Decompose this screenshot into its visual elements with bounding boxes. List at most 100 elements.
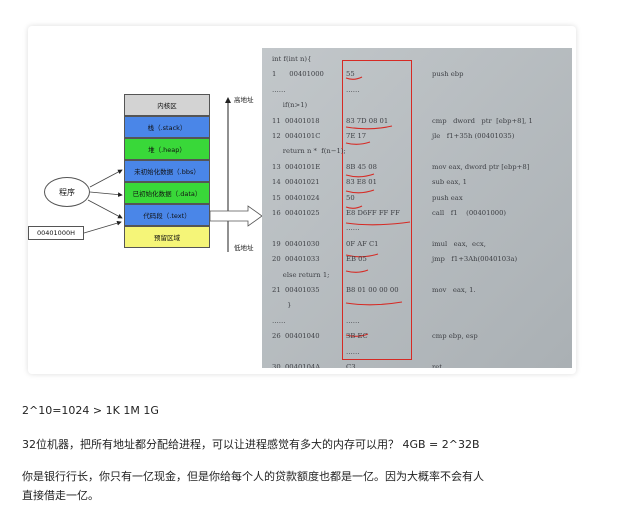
code-line: 21 00401035 B8 01 00 00 00 mov eax, 1.	[262, 283, 572, 299]
code-line-address: 15 00401024	[272, 193, 320, 202]
memory-block-label: 预留区域	[154, 234, 180, 242]
code-line-asm: push eax	[432, 193, 463, 202]
code-line-address: int f(int n){	[272, 55, 312, 63]
red-underlines	[345, 76, 411, 337]
code-line: 20 00401033 EB 05 jmp f1+3Ah(0040103a)	[262, 252, 572, 268]
code-line-hex: 55	[346, 70, 355, 79]
code-line-hex: 83 E8 01	[346, 178, 377, 187]
arrow-low-label: 低地址	[234, 244, 254, 252]
code-line-address: 12 0040101C	[272, 132, 321, 140]
memory-block-bss: 未初始化数据（.bbs）	[124, 160, 210, 182]
code-line-hex: B8 01 00 00 00	[346, 286, 399, 294]
code-line-asm: cmp dword ptr [ebp+8], 1	[432, 116, 533, 125]
code-line-address: 13 0040101E	[272, 162, 321, 171]
code-line-address: 26 00401040	[272, 332, 320, 341]
process-link-1	[89, 169, 123, 188]
memory-block-label: 堆（.heap）	[148, 146, 186, 154]
memory-block-label: 代码段（.text）	[143, 212, 191, 220]
code-line-hex: EB 05	[346, 255, 367, 264]
memory-block-heap: 堆（.heap）	[124, 138, 210, 160]
photo-texture	[262, 48, 572, 368]
text-line-bank-analogy-2: 直接借走一亿。	[22, 489, 99, 502]
code-line-address: ……	[272, 316, 286, 325]
code-line-hex: 3B EC	[346, 332, 368, 341]
code-line-address: 20 00401033	[272, 255, 320, 264]
code-line-address: 21 00401035	[272, 286, 320, 294]
code-line: …… ……	[262, 314, 572, 330]
code-line: 19 00401030 0F AF C1 imul eax, ecx,	[262, 237, 572, 253]
memory-block-label: 栈（.stack）	[147, 124, 187, 132]
code-line-hex: E8 D6FF FF FF	[346, 209, 400, 217]
code-line-address: 19 00401030	[272, 239, 320, 248]
code-line-hex: ……	[346, 85, 360, 94]
code-line-hex: 50	[346, 193, 355, 202]
address-pointer	[83, 220, 122, 234]
code-line-address: 30 0040104A	[272, 363, 321, 368]
code-line: 11 00401018 83 7D 08 01 cmp dword ptr [ebp…	[262, 114, 572, 130]
code-line-address: 14 00401021	[272, 178, 320, 187]
code-line-asm: push ebp	[432, 70, 464, 79]
code-line: 13 0040101E 8B 45 08 mov eax, dword ptr [e…	[262, 160, 572, 176]
code-line-asm: imul eax, ecx,	[432, 239, 486, 248]
memory-block-kernel: 内核区	[124, 94, 210, 116]
start-address-box: 00401000H	[28, 226, 84, 240]
process-label: 程序	[59, 187, 75, 197]
code-line: 15 00401024 50 push eax	[262, 191, 572, 207]
code-line: …… ……	[262, 83, 572, 99]
code-line-hex: ……	[346, 224, 360, 233]
memory-block-label: 已初始化数据（.data）	[132, 190, 202, 198]
process-node: 程序	[44, 177, 90, 207]
code-line: 30 0040104A C3 ret	[262, 360, 572, 368]
code-line-asm: mov eax, dword ptr [ebp+8]	[432, 162, 530, 171]
code-line-hex: 83 7D 08 01	[346, 116, 389, 125]
process-link-2	[89, 191, 123, 198]
code-line-hex: 0F AF C1	[346, 239, 379, 248]
code-line-hex: ……	[346, 347, 360, 356]
text-line-address-space: 32位机器，把所有地址都分配给进程，可以让进程感觉有多大的内存可以用？ 4GB …	[22, 438, 480, 451]
code-line: return n * f(n−1);	[262, 144, 572, 160]
process-link-3	[87, 199, 123, 219]
code-line-address: if(n>1)	[272, 101, 308, 110]
code-line: ……	[262, 345, 572, 361]
memory-block-label: 未初始化数据（.bbs）	[134, 168, 200, 176]
memory-block-text: 代码段（.text）	[124, 204, 210, 226]
code-line-asm: sub eax, 1	[432, 178, 467, 187]
arrow-high-label: 高地址	[234, 96, 254, 104]
code-line: else return 1;	[262, 268, 572, 284]
code-line: 14 00401021 83 E8 01 sub eax, 1	[262, 175, 572, 191]
code-line: int f(int n){	[262, 52, 572, 68]
text-line-powers: 2^10=1024 > 1K 1M 1G	[22, 404, 159, 417]
code-line-asm: jle f1+35h (00401035)	[432, 132, 515, 140]
code-line: 16 00401025 E8 D6FF FF FF call f1 (0040100…	[262, 206, 572, 222]
code-line-asm: call f1 (00401000)	[432, 209, 507, 217]
memory-block-label: 内核区	[157, 102, 177, 110]
code-line: }	[262, 298, 572, 314]
code-line-address: return n * f(n−1);	[272, 147, 346, 156]
code-line: ……	[262, 221, 572, 237]
memory-block-stack: 栈（.stack）	[124, 116, 210, 138]
code-line-asm: jmp f1+3Ah(0040103a)	[432, 255, 518, 264]
code-line-address: 16 00401025	[272, 209, 320, 217]
code-line-address: }	[272, 301, 292, 310]
memory-block-reserved: 预留区域	[124, 226, 210, 248]
code-line-hex: ……	[346, 316, 360, 325]
code-line: 26 00401040 3B EC cmp ebp, esp	[262, 329, 572, 345]
code-line: 12 0040101C 7E 17 jle f1+35h (00401035)	[262, 129, 572, 145]
code-line-address: ……	[272, 85, 286, 94]
code-line-hex: 7E 17	[346, 132, 367, 140]
code-line-address: 11 00401018	[272, 116, 320, 125]
code-segment-arrow	[209, 205, 263, 227]
text-line-bank-analogy-1: 你是银行行长，你只有一亿现金，但是你给每个人的贷款额度也都是一亿。因为大概率不会…	[22, 470, 484, 483]
start-address-label: 00401000H	[37, 229, 75, 237]
code-line-asm: ret	[432, 363, 443, 368]
code-line-hex: C3	[346, 363, 356, 368]
code-line-address: else return 1;	[272, 270, 330, 279]
code-line-hex: 8B 45 08	[346, 162, 377, 171]
hex-highlight-frame	[342, 60, 412, 360]
code-line-asm: cmp ebp, esp	[432, 332, 478, 341]
memory-block-data: 已初始化数据（.data）	[124, 182, 210, 204]
code-line-asm: mov eax, 1.	[432, 286, 476, 294]
